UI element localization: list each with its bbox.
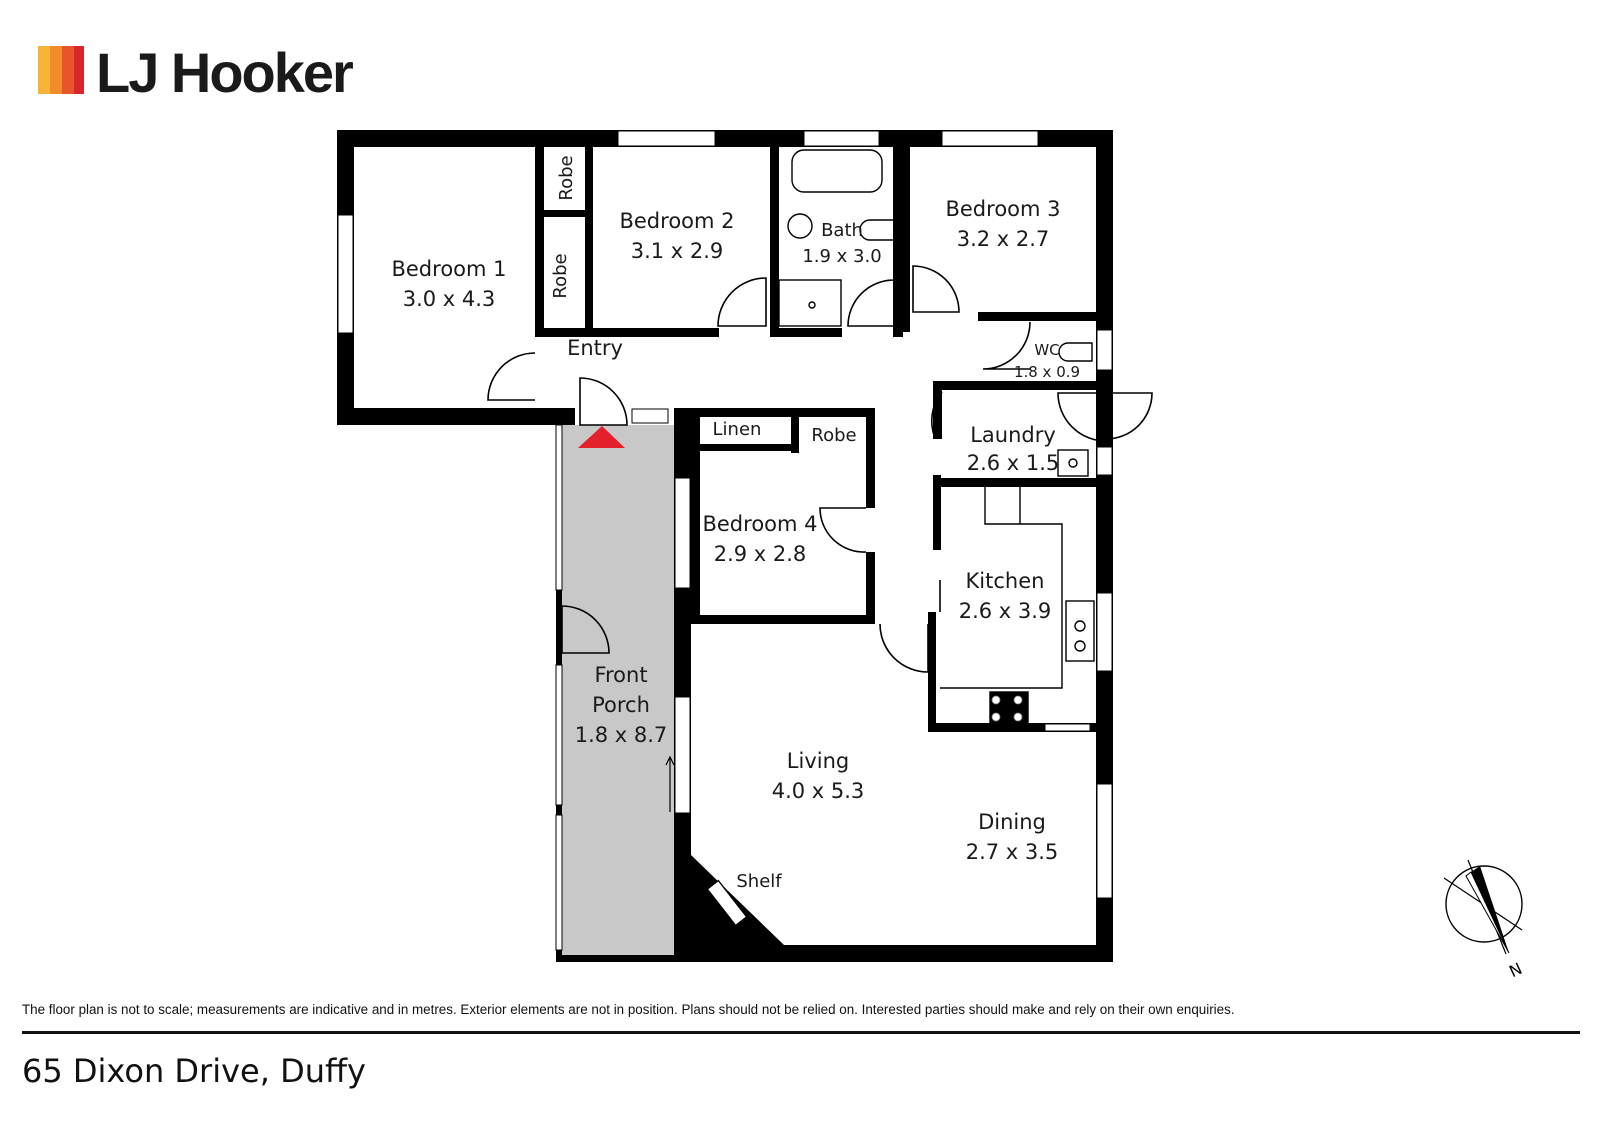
bedroom4-dims: 2.9 x 2.8 — [714, 542, 807, 566]
bath-dims: 1.9 x 3.0 — [802, 246, 881, 267]
entry-marker — [578, 426, 625, 448]
dining-name: Dining — [978, 810, 1046, 834]
footer-rule — [22, 1031, 1580, 1034]
sliding-door-arrow — [665, 755, 675, 812]
laundry-dims: 2.6 x 1.5 — [967, 451, 1060, 475]
wc-name: WC — [1034, 341, 1059, 359]
entry-name: Entry — [567, 336, 623, 360]
lj-hooker-logo: LJ Hooker — [36, 40, 356, 120]
robe2-name: Robe — [550, 253, 571, 298]
kitchen-sink — [1065, 600, 1095, 662]
bedroom2-dims: 3.1 x 2.9 — [631, 239, 724, 263]
logo-bar-3 — [62, 46, 74, 94]
porch-name-1: Front — [594, 663, 647, 687]
bedroom2-name: Bedroom 2 — [619, 209, 734, 233]
property-address: 65 Dixon Drive, Duffy — [22, 1052, 366, 1090]
kitchen-name: Kitchen — [966, 569, 1045, 593]
shower — [778, 279, 842, 327]
robe3-name: Robe — [811, 425, 856, 446]
kitchen-dims: 2.6 x 3.9 — [959, 599, 1052, 623]
laundry-tub — [1057, 449, 1089, 477]
bath-name: Bath — [821, 220, 863, 241]
robe1-name: Robe — [556, 155, 577, 200]
interior-walls — [535, 147, 1096, 732]
living-name: Living — [787, 749, 849, 773]
bedroom4-name: Bedroom 4 — [702, 512, 817, 536]
basin — [787, 213, 813, 239]
dining-dims: 2.7 x 3.5 — [966, 840, 1059, 864]
windows — [337, 130, 1113, 951]
shelf-name: Shelf — [736, 871, 782, 892]
compass-icon: N — [1443, 859, 1525, 981]
bathtub — [791, 149, 883, 193]
fixtures — [706, 149, 1095, 927]
logo-wordmark: LJ Hooker — [96, 41, 353, 104]
linen-name: Linen — [713, 419, 762, 440]
bedroom1-name: Bedroom 1 — [391, 257, 506, 281]
logo-bar-4 — [74, 46, 84, 94]
living-dims: 4.0 x 5.3 — [772, 779, 865, 803]
shelf-corner — [691, 855, 784, 945]
porch-name-2: Porch — [592, 693, 650, 717]
shelf-unit — [706, 879, 748, 927]
porch-floor — [562, 425, 674, 957]
bedroom3-dims: 3.2 x 2.7 — [957, 227, 1050, 251]
wc-dims: 1.8 x 0.9 — [1014, 363, 1080, 381]
bedroom3-name: Bedroom 3 — [945, 197, 1060, 221]
laundry-name: Laundry — [970, 423, 1056, 447]
logo-bar-1 — [38, 46, 50, 94]
toilet-bath — [859, 219, 897, 241]
compass-north-label: N — [1506, 959, 1525, 981]
toilet-wc — [1058, 342, 1093, 362]
porch-dims: 1.8 x 8.7 — [575, 723, 668, 747]
bedroom1-dims: 3.0 x 4.3 — [403, 287, 496, 311]
logo-bar-2 — [50, 46, 62, 94]
door-swings — [487, 265, 1153, 673]
kitchen-bench — [940, 487, 1063, 689]
disclaimer: The floor plan is not to scale; measurem… — [22, 1002, 1235, 1017]
